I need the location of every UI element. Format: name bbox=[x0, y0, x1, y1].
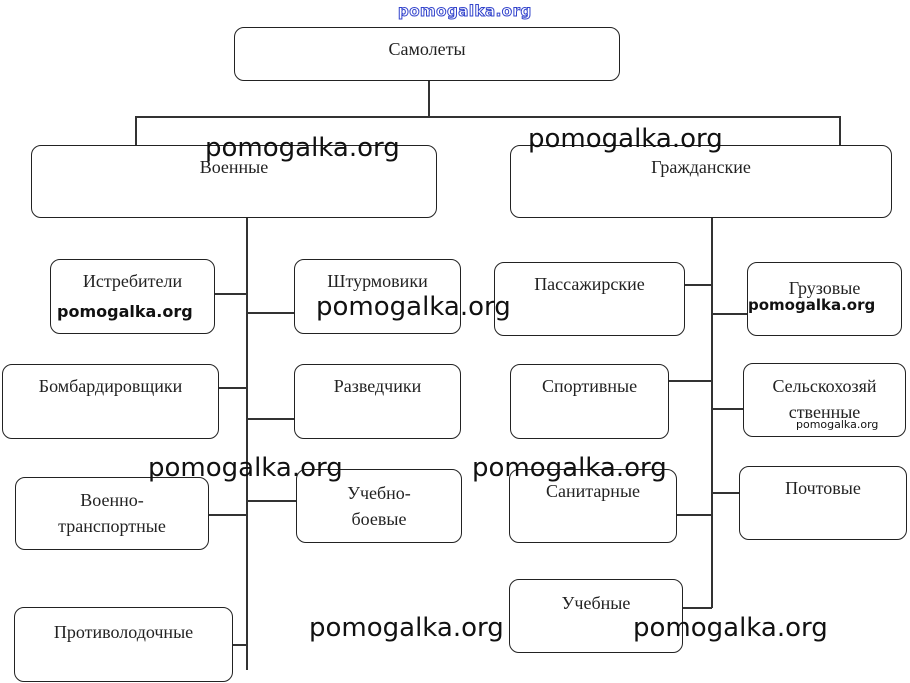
connector bbox=[711, 408, 744, 410]
connector bbox=[711, 313, 748, 315]
connector bbox=[246, 217, 248, 670]
watermark: pomogalka.org bbox=[748, 296, 876, 314]
node-label: Санитарные bbox=[545, 481, 641, 501]
connector bbox=[135, 116, 137, 146]
node-sport: Спортивные bbox=[510, 364, 669, 439]
node-label: Пассажирские bbox=[534, 274, 645, 294]
node-root: Самолеты bbox=[234, 27, 620, 81]
node-cargo: Грузовые bbox=[747, 262, 902, 336]
watermark: pomogalka.org bbox=[398, 2, 532, 21]
node-attack: Штурмовики bbox=[294, 259, 461, 334]
connector bbox=[668, 380, 712, 382]
node-label-line2: ственные bbox=[788, 402, 861, 422]
connector bbox=[232, 644, 248, 646]
connector bbox=[676, 514, 712, 516]
watermark: pomogalka.org bbox=[796, 418, 879, 431]
watermark: pomogalka.org bbox=[148, 453, 343, 483]
node-agricultural: Сельскохозяй ственные bbox=[743, 363, 906, 437]
connector bbox=[218, 387, 247, 389]
node-label-line1: Учебно- bbox=[347, 483, 411, 503]
connector bbox=[684, 284, 712, 286]
watermark: pomogalka.org bbox=[633, 613, 828, 643]
connector bbox=[214, 293, 247, 295]
node-postal: Почтовые bbox=[739, 466, 907, 540]
node-label: Истребители bbox=[82, 271, 183, 291]
node-medical: Санитарные bbox=[509, 469, 677, 543]
node-label-line2: транспортные bbox=[58, 516, 166, 536]
node-passenger: Пассажирские bbox=[494, 262, 685, 336]
node-bombers: Бомбардировщики bbox=[2, 364, 219, 439]
node-training: Учебные bbox=[509, 579, 683, 653]
node-recon: Разведчики bbox=[294, 364, 461, 439]
watermark: pomogalka.org bbox=[309, 613, 504, 643]
connector bbox=[246, 312, 295, 314]
connector bbox=[682, 607, 712, 609]
node-fighters: Истребители bbox=[50, 259, 215, 334]
connector bbox=[711, 217, 713, 608]
node-label: Военные bbox=[199, 157, 269, 177]
connector bbox=[246, 418, 295, 420]
watermark: pomogalka.org bbox=[472, 453, 667, 483]
connector bbox=[839, 116, 841, 146]
node-label: Бомбардировщики bbox=[38, 376, 183, 396]
node-label: Противолодочные bbox=[53, 622, 194, 642]
connector bbox=[135, 116, 840, 118]
node-military-transport: Военно- транспортные bbox=[15, 477, 209, 550]
connector bbox=[246, 500, 297, 502]
watermark: pomogalka.org bbox=[57, 302, 193, 321]
watermark: pomogalka.org bbox=[205, 133, 400, 163]
node-label-line1: Сельскохозяй bbox=[772, 376, 877, 396]
connector bbox=[208, 514, 247, 516]
node-antisubmarine: Противолодочные bbox=[14, 607, 233, 682]
node-label-line1: Военно- bbox=[80, 490, 144, 510]
node-label: Почтовые bbox=[785, 478, 861, 498]
connector bbox=[428, 80, 430, 117]
node-label: Гражданские bbox=[651, 157, 751, 177]
node-label: Разведчики bbox=[333, 376, 422, 396]
node-military: Военные bbox=[31, 145, 437, 218]
connector bbox=[711, 492, 740, 494]
node-label: Штурмовики bbox=[327, 271, 428, 291]
watermark: pomogalka.org bbox=[528, 124, 723, 154]
node-label: Учебные bbox=[561, 593, 631, 613]
node-label: Самолеты bbox=[388, 39, 466, 59]
node-label: Спортивные bbox=[541, 376, 638, 396]
node-civil: Гражданские bbox=[510, 145, 892, 218]
node-training-combat: Учебно- боевые bbox=[296, 469, 462, 543]
node-label: Грузовые bbox=[788, 278, 861, 298]
node-label-line2: боевые bbox=[351, 509, 407, 529]
watermark: pomogalka.org bbox=[316, 292, 511, 322]
